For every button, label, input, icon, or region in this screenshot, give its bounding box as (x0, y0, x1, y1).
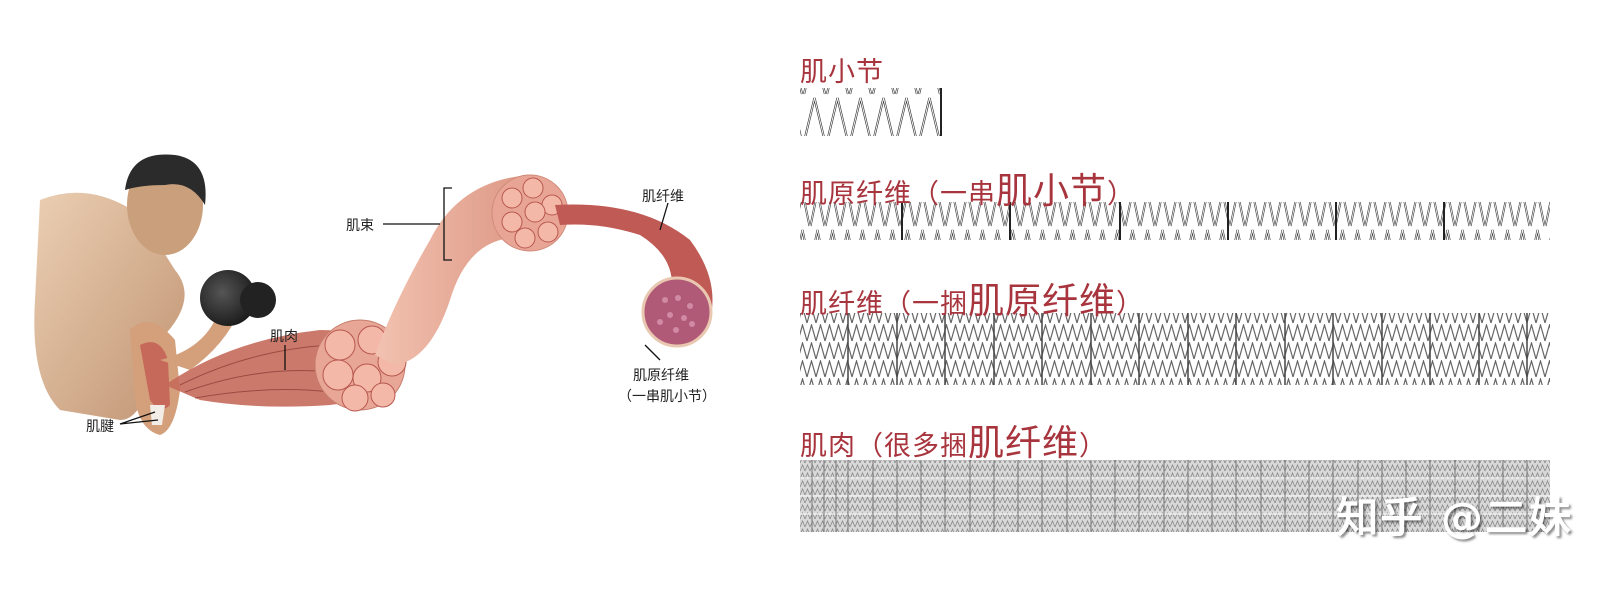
label-muscle-fiber: 肌纤维 (642, 189, 684, 205)
muscle-hierarchy-springs: 肌小节 肌原纤维（一串肌小节） 肌纤维（一捆肌原纤维） 肌肉（很多捆肌纤维） 知… (780, 0, 1621, 594)
spring-diagrams (800, 88, 1550, 532)
muscle-anatomy-illustration: 肌束 肌纤维 肌肉 肌原纤维 （一串肌小节） 肌腱 (0, 0, 780, 594)
label-myofibril: 肌原纤维 (633, 368, 689, 384)
title-muscle-fiber: 肌纤维（一捆肌原纤维） (800, 281, 1145, 322)
label-fascicle: 肌束 (346, 218, 374, 234)
label-tendon: 肌腱 (86, 419, 114, 435)
watermark: 知乎 @二妹 (1336, 493, 1573, 542)
title-myofibril: 肌原纤维（一串肌小节） (800, 171, 1136, 212)
label-myofibril-note: （一串肌小节） (618, 389, 716, 405)
label-muscle: 肌肉 (270, 329, 298, 345)
title-muscle: 肌肉（很多捆肌纤维） (800, 423, 1108, 464)
title-sarcomere: 肌小节 (800, 57, 884, 88)
anatomy-drawing (34, 154, 713, 435)
